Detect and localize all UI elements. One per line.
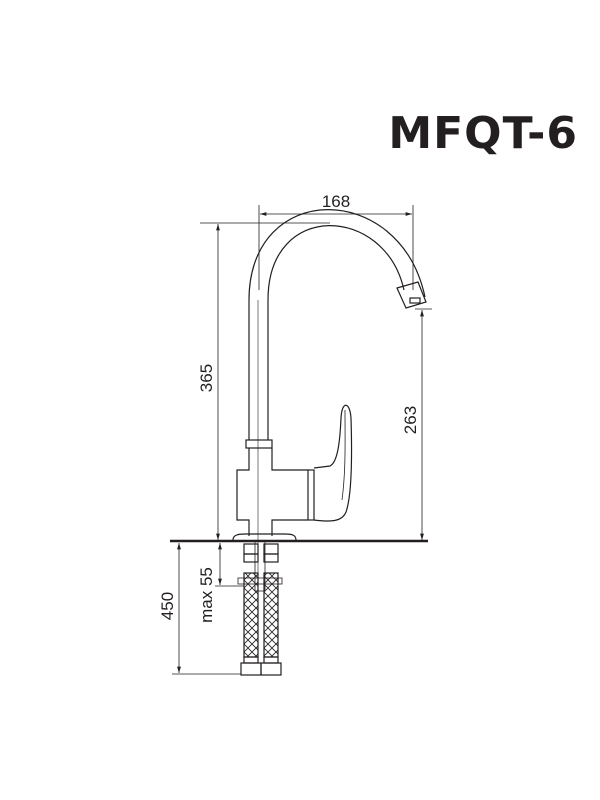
lever-handle: [307, 404, 353, 522]
supply-hoses: [237, 540, 283, 676]
dim-label-168: 168: [322, 192, 350, 211]
dim-label-450: 450: [158, 592, 177, 620]
dim-450: [172, 543, 241, 675]
spout: [248, 209, 427, 440]
collar: [245, 439, 273, 449]
dim-label-365: 365: [197, 364, 216, 392]
dim-365: [200, 222, 330, 540]
dim-168: [258, 205, 414, 290]
dim-label-263: 263: [401, 406, 420, 434]
dim-label-max-55: max 55: [197, 567, 216, 623]
base-plate: [232, 533, 297, 541]
model-title: MFQT-6: [388, 108, 578, 159]
dim-max-55: [215, 543, 244, 587]
body: [236, 448, 308, 536]
dim-263: [415, 308, 432, 540]
